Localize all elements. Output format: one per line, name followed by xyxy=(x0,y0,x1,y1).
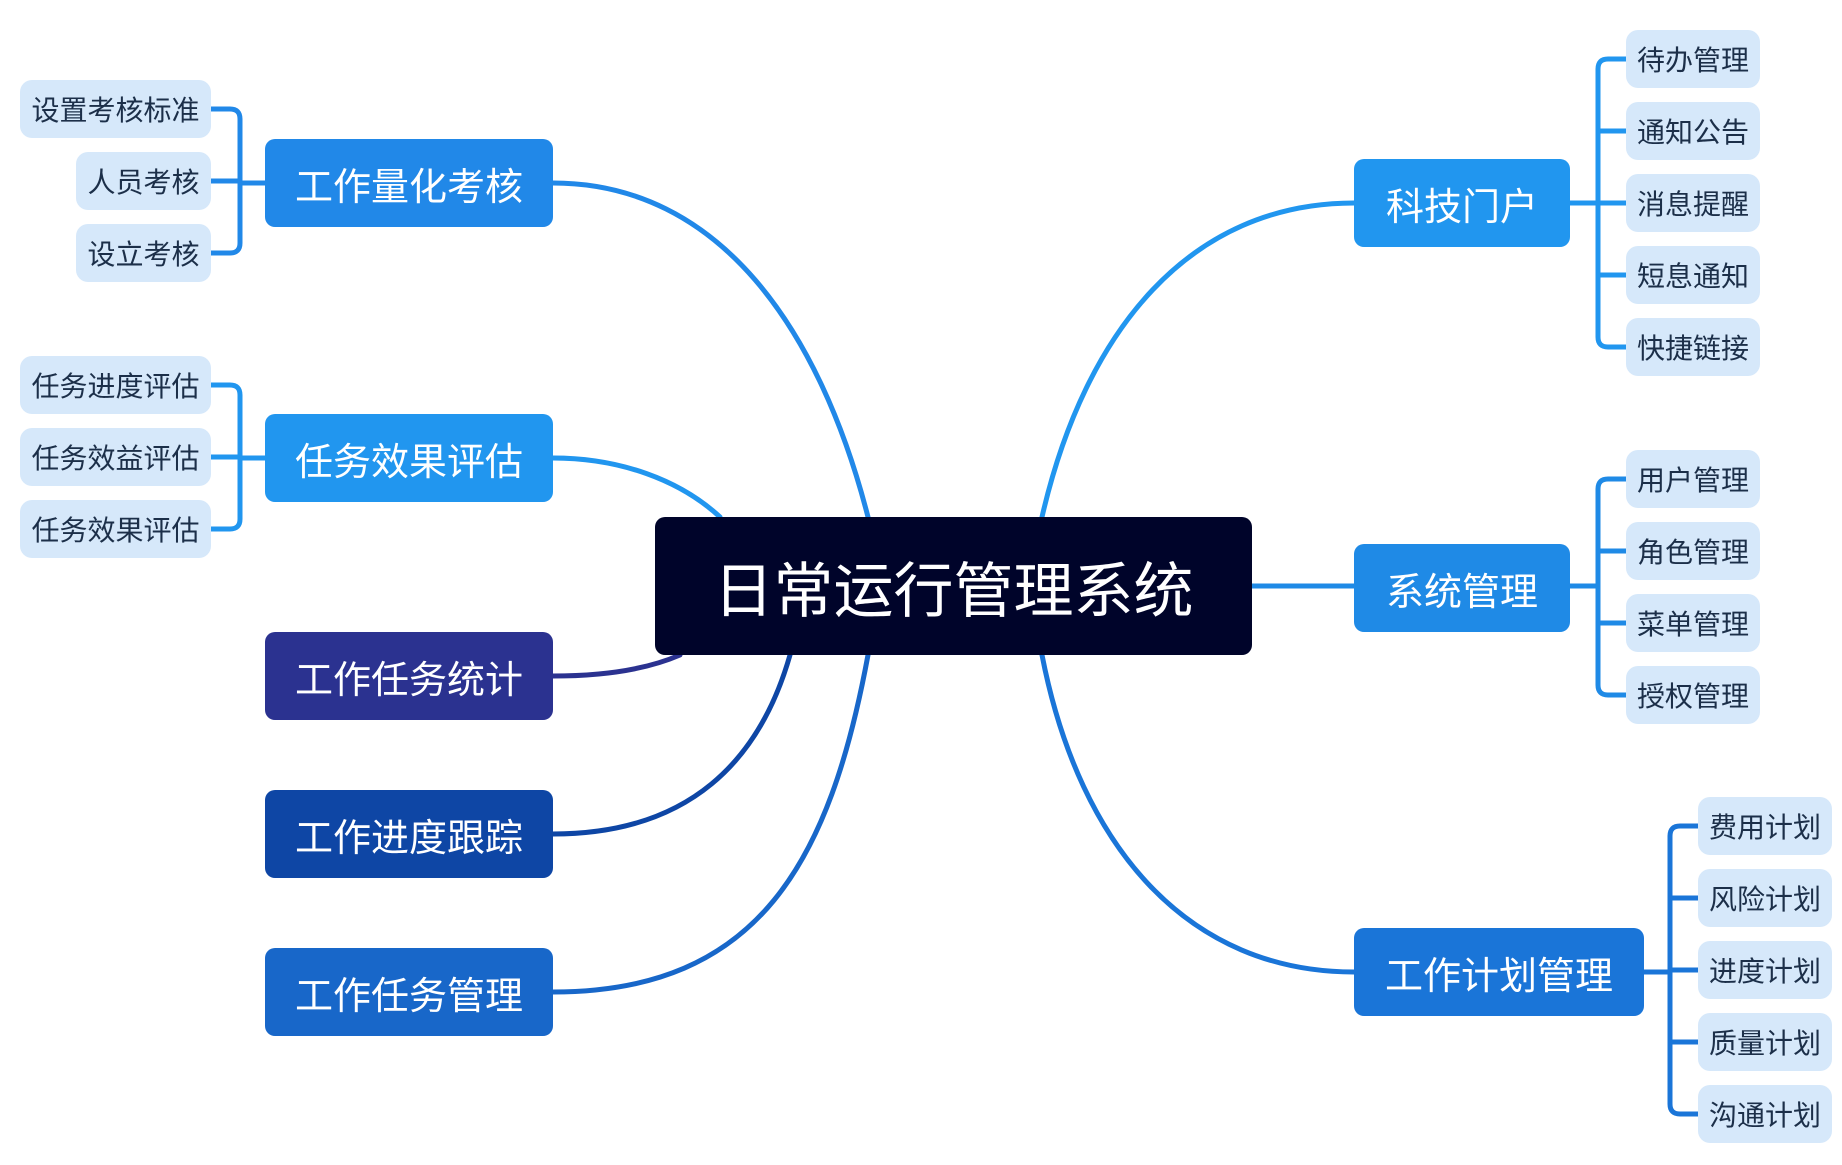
leaf-goutong-jihua[interactable]: 沟通计划 xyxy=(1698,1085,1832,1143)
leaf-caidan-guanli[interactable]: 菜单管理 xyxy=(1626,594,1760,652)
branch-gongzuo-jindu-genzong[interactable]: 工作进度跟踪 xyxy=(265,790,553,878)
branch-xitong-guanli[interactable]: 系统管理 xyxy=(1354,544,1570,632)
leaf-daiban-guanli[interactable]: 待办管理 xyxy=(1626,30,1760,88)
leaf-zhiliang-jihua[interactable]: 质量计划 xyxy=(1698,1013,1832,1071)
leaf-renwu-xiaoyi-pinggu[interactable]: 任务效益评估 xyxy=(20,428,211,486)
leaf-feiyong-jihua[interactable]: 费用计划 xyxy=(1698,797,1832,855)
branch-gongzuo-renwu-tongji[interactable]: 工作任务统计 xyxy=(265,632,553,720)
connector-root-renwu-xiaoguo-pinggu xyxy=(550,455,723,520)
leaf-tongzhi-gonggao[interactable]: 通知公告 xyxy=(1626,102,1760,160)
leaf-duanxi-tongzhi[interactable]: 短息通知 xyxy=(1626,246,1760,304)
leaf-shezhi-kaohe-biaozhun[interactable]: 设置考核标准 xyxy=(20,80,211,138)
leaf-kuaijie-lianjie[interactable]: 快捷链接 xyxy=(1626,318,1760,376)
leaf-fengxian-jihua[interactable]: 风险计划 xyxy=(1698,869,1832,927)
connector-xitong-guanli-bracket xyxy=(1595,476,1629,698)
root-node[interactable]: 日常运行管理系统 xyxy=(655,517,1252,655)
branch-gongzuo-renwu-guanli[interactable]: 工作任务管理 xyxy=(265,948,553,1036)
leaf-sheli-kaohe[interactable]: 设立考核 xyxy=(76,224,211,282)
connector-root-gongzuo-lianghua-kaohe xyxy=(550,180,871,520)
leaf-juese-guanli[interactable]: 角色管理 xyxy=(1626,522,1760,580)
branch-renwu-xiaoguo-pinggu[interactable]: 任务效果评估 xyxy=(265,414,553,502)
connector-root-gongzuo-renwu-tongji xyxy=(550,652,683,679)
connectors xyxy=(208,56,1701,1117)
leaf-yonghu-guanli[interactable]: 用户管理 xyxy=(1626,450,1760,508)
connector-root-gongzuo-jindu-genzong xyxy=(550,652,793,837)
leaf-renwu-jindu-pinggu[interactable]: 任务进度评估 xyxy=(20,356,211,414)
leaf-renwu-xiaoguo-pinggu[interactable]: 任务效果评估 xyxy=(20,500,211,558)
leaf-xiaoxi-tixing[interactable]: 消息提醒 xyxy=(1626,174,1760,232)
branch-gongzuo-lianghua-kaohe[interactable]: 工作量化考核 xyxy=(265,139,553,227)
leaf-shouquan-guanli[interactable]: 授权管理 xyxy=(1626,666,1760,724)
connector-root-gongzuo-renwu-guanli xyxy=(550,652,871,995)
branch-keji-menhu[interactable]: 科技门户 xyxy=(1354,159,1570,247)
connector-root-gongzuo-jihua-guanli xyxy=(1039,652,1357,975)
leaf-renyuan-kaohe[interactable]: 人员考核 xyxy=(76,152,211,210)
branch-gongzuo-jihua-guanli[interactable]: 工作计划管理 xyxy=(1354,928,1644,1016)
leaf-jindu-jihua[interactable]: 进度计划 xyxy=(1698,941,1832,999)
connector-root-keji-menhu xyxy=(1039,200,1357,520)
